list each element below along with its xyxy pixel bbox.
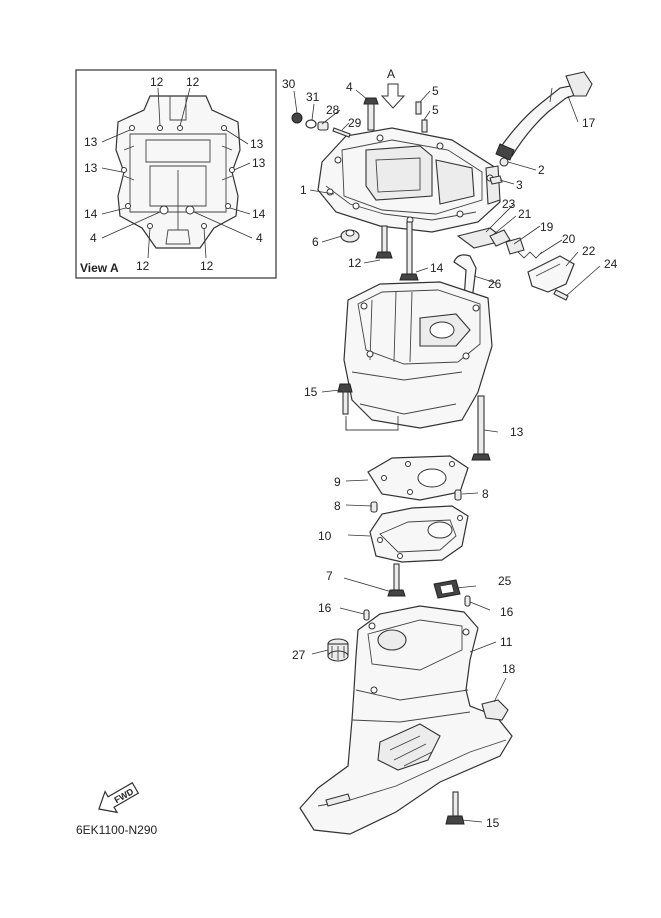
callout-4: 4 — [346, 80, 353, 94]
callout-19: 19 — [540, 220, 554, 234]
bolt-15-upper — [337, 383, 353, 415]
callout-28: 28 — [326, 103, 340, 117]
fwd-arrow-icon — [98, 781, 140, 814]
view-a-callout: 12 — [186, 75, 200, 89]
view-a-callout: 4 — [256, 231, 263, 245]
callout-21: 21 — [518, 207, 532, 221]
callout-8b: 8 — [482, 487, 489, 501]
view-a-callout: 12 — [136, 259, 150, 273]
callout-31: 31 — [306, 90, 320, 104]
dowel-8a — [370, 501, 378, 513]
view-a-arrow-label: A — [387, 67, 395, 81]
view-a-label: View A — [80, 261, 119, 275]
view-a-holes — [121, 125, 235, 229]
grommet-25 — [433, 579, 461, 599]
view-a-callout: 14 — [84, 207, 98, 221]
callout-16b: 16 — [500, 605, 514, 619]
view-a-callout: 14 — [252, 207, 266, 221]
dowel-16b — [464, 595, 471, 607]
view-a-callout: 13 — [84, 161, 98, 175]
part-19 — [505, 237, 525, 255]
callout-leaders — [293, 89, 601, 823]
callout-29: 29 — [348, 116, 362, 130]
callout-8a: 8 — [334, 499, 341, 513]
part-21 — [489, 229, 511, 247]
view-a-callout: 13 — [84, 135, 98, 149]
callout-14: 14 — [430, 261, 444, 275]
view-a-callout: 12 — [150, 75, 164, 89]
callout-27: 27 — [292, 648, 306, 662]
callout-23: 23 — [502, 197, 516, 211]
callout-20: 20 — [562, 232, 576, 246]
view-a-leaders — [101, 87, 253, 259]
callout-1: 1 — [300, 183, 307, 197]
callout-22: 22 — [582, 244, 596, 258]
bearing-27 — [327, 638, 349, 662]
bolt-15-lower — [445, 791, 465, 825]
bolt-24 — [553, 289, 569, 301]
callout-26: 26 — [488, 277, 502, 291]
middle-case — [343, 281, 493, 431]
callout-9: 9 — [334, 475, 341, 489]
callout-10: 10 — [318, 529, 332, 543]
callouts: 1 2 3 4 5 5 6 7 8 8 9 10 11 12 13 14 15 … — [282, 77, 618, 830]
bolt-12 — [375, 225, 393, 259]
callout-15a: 15 — [304, 385, 318, 399]
pin-5b — [421, 119, 428, 133]
view-a-callout: 13 — [252, 156, 266, 170]
bolt-13 — [471, 395, 491, 461]
bolt-7 — [387, 563, 406, 597]
callout-3: 3 — [516, 178, 523, 192]
callout-17: 17 — [582, 116, 596, 130]
anode-18 — [481, 699, 509, 721]
plate-10 — [369, 505, 469, 563]
down-arrow-icon — [380, 83, 406, 109]
callout-25: 25 — [498, 574, 512, 588]
bolt-4 — [363, 97, 379, 131]
bolt-14 — [399, 221, 419, 281]
callout-18: 18 — [502, 662, 516, 676]
view-a-callout: 4 — [90, 231, 97, 245]
fwd-arrow: FWD — [98, 781, 140, 814]
view-a-callouts: 12 12 13 13 13 13 14 14 4 4 12 12 — [84, 75, 266, 273]
upper-plate-holes — [326, 134, 494, 224]
callout-2: 2 — [538, 163, 545, 177]
callout-16a: 16 — [318, 601, 332, 615]
gasket-9 — [367, 455, 469, 501]
callout-7: 7 — [326, 569, 333, 583]
water-pipe-17 — [495, 71, 593, 161]
view-a-inset: 12 12 13 13 13 13 14 14 4 4 12 12 View A — [75, 69, 277, 279]
upper-casing-11 — [299, 605, 513, 835]
bracket-assembly — [453, 227, 575, 301]
callout-6: 6 — [312, 235, 319, 249]
callout-11: 11 — [500, 635, 513, 649]
callout-5b: 5 — [432, 103, 439, 117]
upper-plate-assembly — [291, 97, 509, 281]
diagram-code: 6EK1100-N290 — [76, 823, 157, 837]
bracket-22 — [527, 255, 575, 293]
grommet-6 — [340, 229, 360, 243]
view-a-callout: 13 — [250, 137, 264, 151]
callout-24: 24 — [604, 257, 618, 271]
callout-15b: 15 — [486, 816, 500, 830]
callout-12: 12 — [348, 256, 362, 270]
small-parts-28-31 — [291, 112, 351, 138]
pin-5a — [415, 101, 422, 115]
callout-30: 30 — [282, 77, 296, 91]
dowel-16a — [363, 609, 370, 621]
dowel-8b — [454, 489, 462, 501]
view-a-arrow: A — [380, 67, 406, 109]
callout-13: 13 — [510, 425, 524, 439]
spring-20 — [517, 251, 543, 259]
callout-5a: 5 — [432, 84, 439, 98]
view-a-callout: 12 — [200, 259, 214, 273]
